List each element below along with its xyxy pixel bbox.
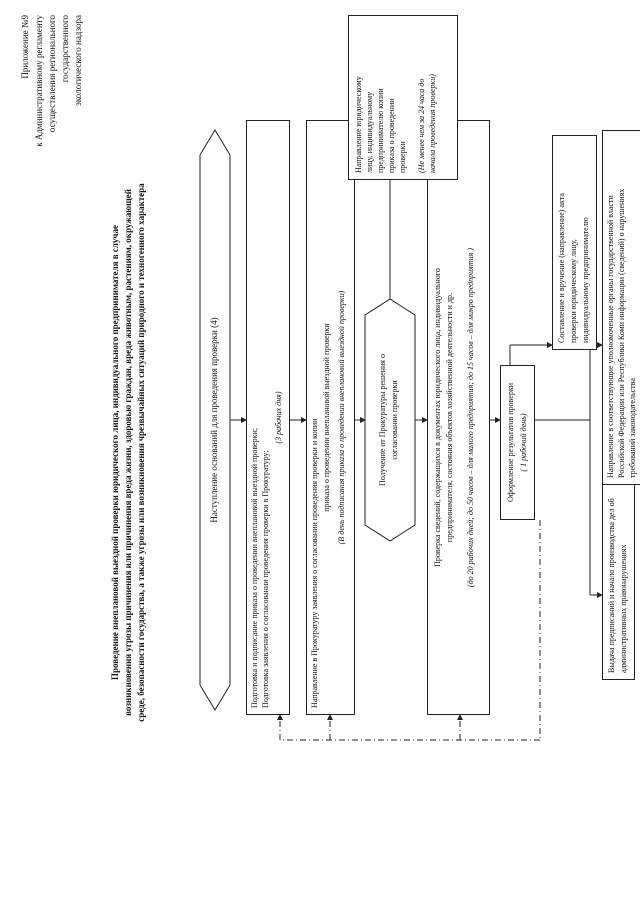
step-9-line-2: административных правонарушениях <box>619 544 628 673</box>
step-7-box: Оформление результатов проверки ( 1 рабо… <box>500 365 535 520</box>
step-2-line-1: Подготовка и подписание приказа о провед… <box>250 428 259 708</box>
step-3-line-2: приказа о проведении внеплановой выездно… <box>322 323 331 512</box>
step-9-line-1: Выдача предписаний и начало производства… <box>607 498 616 673</box>
step-6-line-1: Направление юридическому <box>354 76 363 173</box>
step-5-line-1: Проверка сведений, содержащихся в докуме… <box>433 268 442 567</box>
step-1-label: Наступление оснований для проведения про… <box>209 317 219 523</box>
step-4-line-2: согласовании проверки <box>390 380 399 460</box>
step-6-line-4: приказа о проведении <box>387 98 396 173</box>
step-8-line-3: индивидуальному предпринимателю <box>581 217 590 343</box>
step-6-note-2: начала проведения проверки) <box>428 74 437 173</box>
step-8-line-1: Составление и вручение (направление) акт… <box>557 193 566 343</box>
step-10-box: Направление в соответствующие уполномоче… <box>602 130 640 485</box>
step-3-line-1: Направление в Прокуратуру заявления о со… <box>310 418 319 708</box>
step-3-note: (В день подписания приказа о проведении … <box>337 290 346 545</box>
step-6-box: Направление юридическому лицу, индивидуа… <box>348 15 458 180</box>
step-2-box: Подготовка и подписание приказа о провед… <box>246 120 290 715</box>
step-2-line-2: Подготовка заявления о согласовании пров… <box>261 450 270 708</box>
step-8-line-2: проверки юридическому лицу, <box>569 239 578 343</box>
step-10-line-3: требований законодательства <box>628 378 637 478</box>
step-8-box: Составление и вручение (направление) акт… <box>552 135 597 350</box>
step-6-line-3: предпринимателю копии <box>376 88 385 173</box>
step-3-box: Направление в Прокуратуру заявления о со… <box>306 120 355 715</box>
step-10-line-1: Направление в соответствующие уполномоче… <box>606 195 615 478</box>
step-2-note: (3 рабочих дня) <box>274 391 283 444</box>
step-5-note: (до 20 рабочих дней; до 50 часов – для м… <box>466 247 475 588</box>
step-7-note: ( 1 рабочий день) <box>519 413 528 472</box>
step-6-note-1: (Не менее чем за 24 часа до <box>417 78 426 173</box>
step-4-line-1: Получение от Прокуратуры решения о <box>378 354 387 486</box>
step-6-line-5: проверки <box>398 141 407 173</box>
step-6-line-2: лицу, индивидуальному <box>365 91 374 173</box>
step-7-line-1: Оформление результатов проверки <box>506 382 515 503</box>
step-10-line-2: Российской Федерации или Республики Коми… <box>617 188 626 478</box>
step-5-line-2: предпринимателя, состояния объектов хозя… <box>445 292 454 543</box>
step-5-box: Проверка сведений, содержащихся в докуме… <box>427 120 490 715</box>
